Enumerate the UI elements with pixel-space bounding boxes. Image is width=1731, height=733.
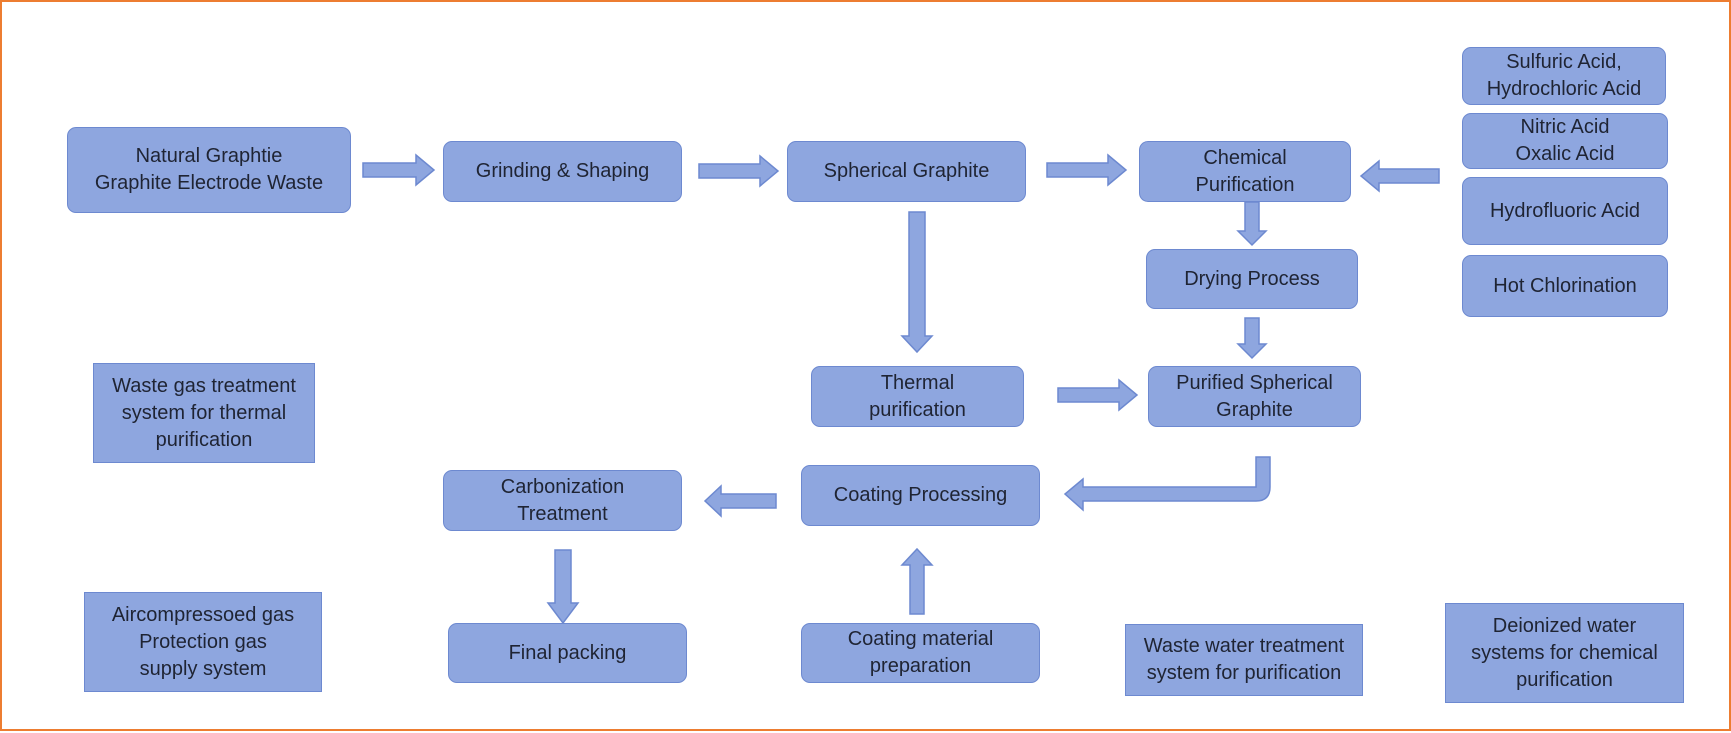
node-drying-process: Drying Process — [1146, 249, 1358, 309]
node-hot-chlorination: Hot Chlorination — [1462, 255, 1668, 317]
arrow-thermal-to-purified — [1057, 378, 1139, 412]
node-acid-sulfuric-hydrochloric: Sulfuric Acid, Hydrochloric Acid — [1462, 47, 1666, 105]
arrow-chemical-to-drying — [1236, 201, 1268, 247]
arrow-material-to-coating — [900, 547, 934, 615]
node-acid-nitric-oxalic: Nitric Acid Oxalic Acid — [1462, 113, 1668, 169]
arrow-spherical-to-thermal — [900, 211, 934, 354]
node-spherical-graphite: Spherical Graphite — [787, 141, 1026, 202]
node-deionized-water-system: Deionized water systems for chemical pur… — [1445, 603, 1684, 703]
node-aircompressed-gas-system: Aircompressoed gas Protection gas supply… — [84, 592, 322, 692]
node-purified-spherical-graphite: Purified Spherical Graphite — [1148, 366, 1361, 427]
node-waste-water-system: Waste water treatment system for purific… — [1125, 624, 1363, 696]
arrow-purified-to-coating — [1063, 456, 1271, 512]
node-chemical-purification: Chemical Purification — [1139, 141, 1351, 202]
arrow-grinding-to-spherical — [698, 154, 780, 188]
node-thermal-purification: Thermal purification — [811, 366, 1024, 427]
node-coating-material-preparation: Coating material preparation — [801, 623, 1040, 683]
node-grinding-shaping: Grinding & Shaping — [443, 141, 682, 202]
arrow-acids-to-chemical — [1359, 159, 1440, 193]
node-carbonization-treatment: Carbonization Treatment — [443, 470, 682, 531]
arrow-drying-to-purified — [1236, 317, 1268, 360]
node-raw-materials: Natural Graphtie Graphite Electrode Wast… — [67, 127, 351, 213]
arrow-raw-to-grinding — [362, 153, 436, 187]
node-acid-hydrofluoric: Hydrofluoric Acid — [1462, 177, 1668, 245]
arrow-spherical-to-chemical — [1046, 153, 1128, 187]
arrow-coating-to-carbonization — [703, 484, 777, 518]
node-waste-gas-system: Waste gas treatment system for thermal p… — [93, 363, 315, 463]
node-final-packing: Final packing — [448, 623, 687, 683]
arrow-carbonization-to-packing — [546, 549, 580, 625]
node-coating-processing: Coating Processing — [801, 465, 1040, 526]
